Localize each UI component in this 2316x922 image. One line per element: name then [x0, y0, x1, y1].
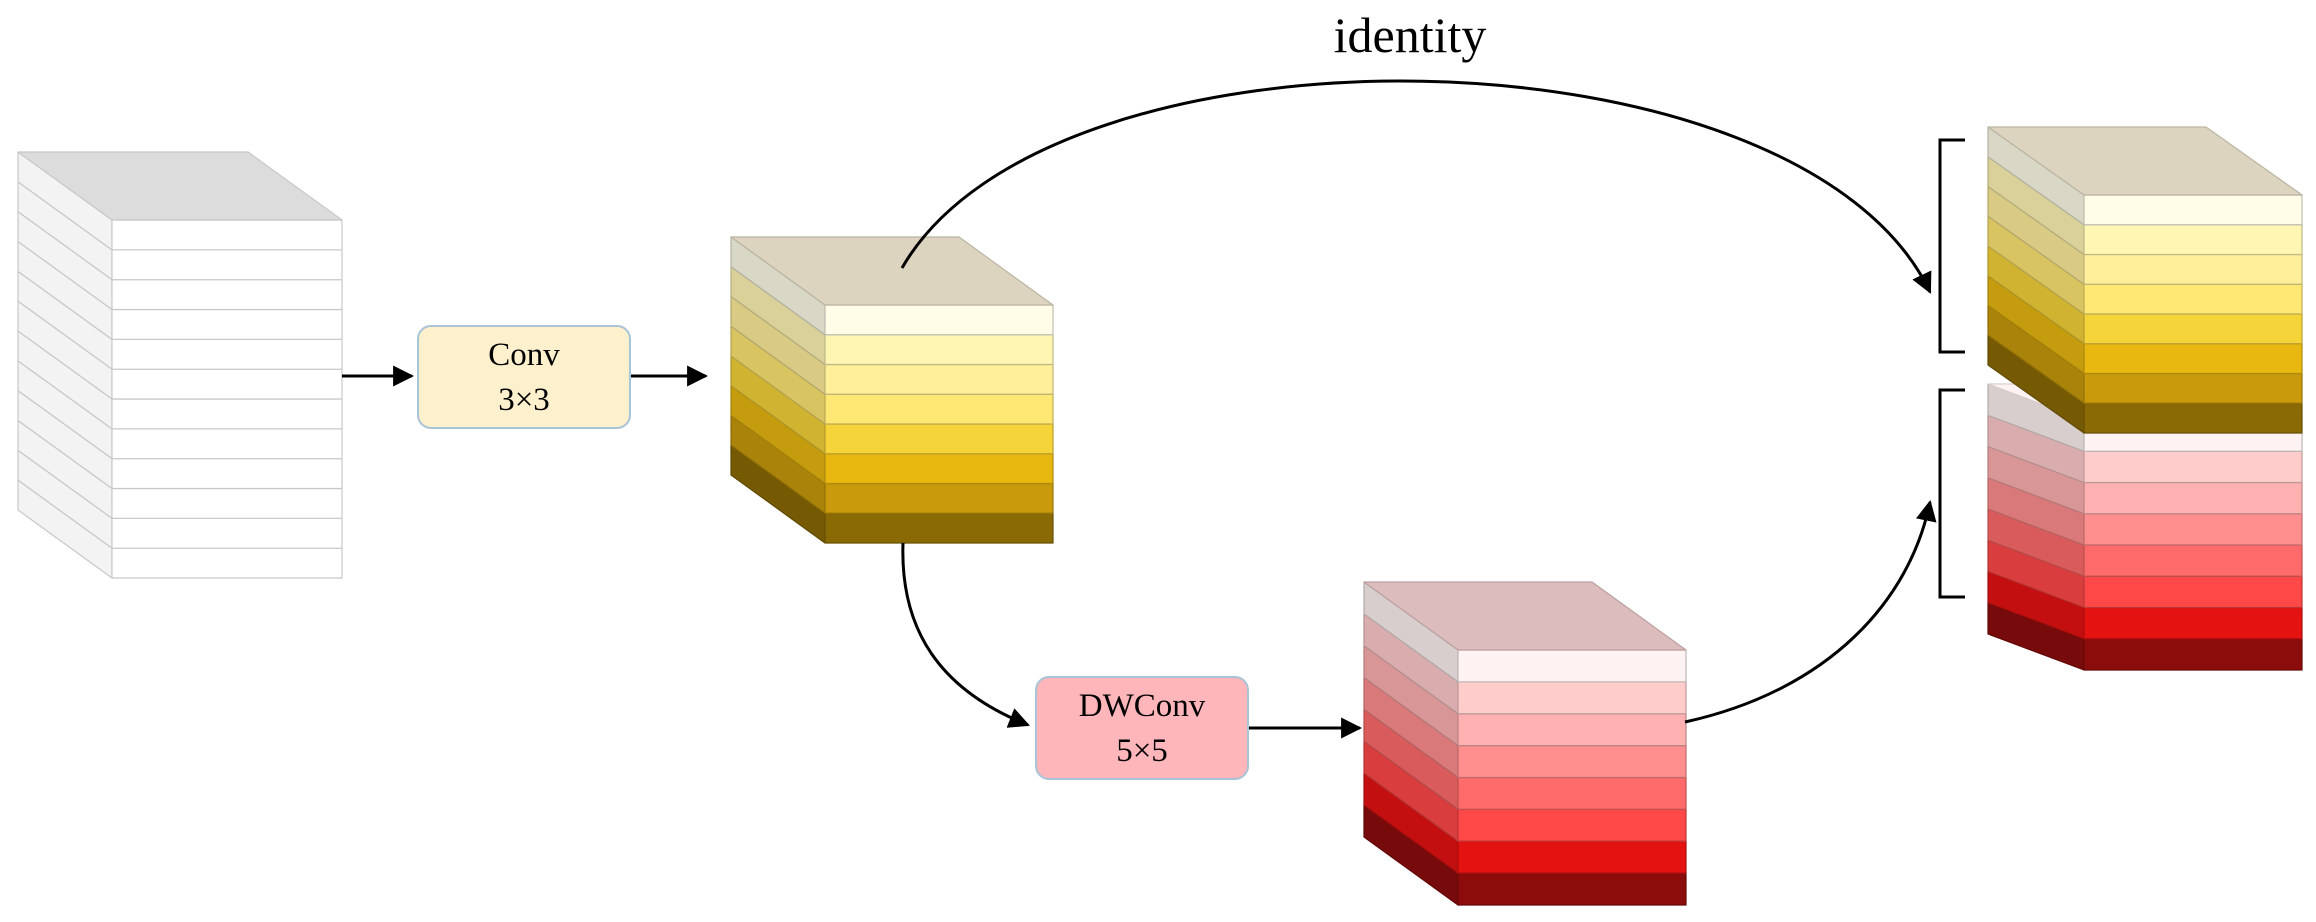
stack-layer-front — [1457, 872, 1687, 906]
input-feature-stack — [17, 151, 343, 579]
stack-layer-front — [111, 338, 343, 370]
dwconv-output-stack — [1363, 581, 1687, 906]
stack-layer-front — [2083, 253, 2303, 285]
dwconv-label: DWConv — [1079, 688, 1206, 724]
stack-layer — [730, 414, 1054, 514]
stack-layer — [730, 236, 1054, 336]
stack-layer-front — [2083, 313, 2303, 345]
stack-layer-front — [2083, 194, 2303, 226]
stack-layer — [17, 479, 343, 579]
identity-label: identity — [1334, 7, 1487, 63]
stack-layer-front — [1457, 649, 1687, 683]
stack-top-face — [17, 151, 343, 221]
conv-box — [417, 325, 631, 429]
conv-kernel-label: 3×3 — [498, 382, 550, 418]
stack-layer-front — [2083, 513, 2303, 546]
stack-layer-front — [2083, 638, 2303, 671]
stack-layer — [1987, 215, 2303, 315]
stack-layer-front — [824, 423, 1054, 455]
stack-layer-front — [2083, 481, 2303, 515]
stack-layer-front — [2083, 544, 2303, 577]
stack-layer — [730, 385, 1054, 485]
bracket-icon — [1938, 138, 1965, 354]
stack-layer-front — [111, 219, 343, 251]
stack-layer — [730, 325, 1054, 425]
stack-layer — [1987, 245, 2303, 345]
stack-layer-front — [824, 453, 1054, 485]
stack-top-face — [730, 236, 1054, 306]
stack-layer-front — [2083, 343, 2303, 375]
conv-block: Conv 3×3 — [417, 325, 631, 429]
stack-layer — [1363, 677, 1687, 779]
stack-layer-front — [1457, 681, 1687, 715]
connectors — [342, 79, 1965, 739]
stack-layer-front — [2083, 224, 2303, 256]
stack-layer-front — [2083, 402, 2303, 434]
stack-layer-front — [1457, 840, 1687, 874]
stack-layer-front — [2083, 372, 2303, 404]
conv-label: Conv — [488, 337, 560, 373]
stack-layer — [1987, 539, 2303, 609]
stack-layer — [17, 419, 343, 519]
stack-layer-front — [824, 393, 1054, 425]
stack-layer — [1987, 477, 2303, 546]
stack-layer-front — [111, 547, 343, 579]
stack-layer-front — [1457, 808, 1687, 842]
stack-layer-front — [111, 458, 343, 490]
stack-layer — [17, 390, 343, 490]
stack-layer — [1987, 156, 2303, 256]
stack-layer-front — [824, 482, 1054, 514]
stack-layer-front — [111, 368, 343, 400]
stack-layer — [1987, 126, 2303, 226]
stack-layer — [17, 151, 343, 251]
stack-layer — [1363, 708, 1687, 810]
stack-layer — [1987, 334, 2303, 434]
stack-layer — [730, 355, 1054, 455]
stack-layer-front — [111, 279, 343, 311]
arrow-stack-to-dwconv — [901, 542, 1030, 728]
stack-layer-front — [1457, 745, 1687, 779]
stack-layer-front — [111, 398, 343, 430]
stack-layer — [1987, 414, 2303, 484]
stack-top-face — [1987, 126, 2303, 196]
stack-layer-front — [824, 363, 1054, 395]
stack-layer-front — [1457, 776, 1687, 810]
stack-layer-front — [2083, 283, 2303, 315]
stack-layer — [1987, 275, 2303, 375]
stack-layer — [17, 240, 343, 340]
stack-layer — [17, 300, 343, 400]
stack-layer — [17, 360, 343, 460]
conv-output-stack — [730, 236, 1054, 544]
stack-layer-front — [824, 304, 1054, 336]
stack-layer — [730, 295, 1054, 395]
stack-layer-front — [824, 334, 1054, 366]
stack-layer-front — [111, 487, 343, 519]
stack-layer-front — [111, 428, 343, 460]
stack-layer-front — [111, 249, 343, 281]
stack-layer-front — [2083, 450, 2303, 484]
stack-layer-front — [111, 517, 343, 549]
dwconv-box — [1035, 676, 1249, 780]
dwconv-kernel-label: 5×5 — [1116, 733, 1168, 769]
identity-arrow — [900, 79, 1932, 294]
arrow-red-to-output — [1684, 499, 1937, 724]
concat-output-yellow-stack — [1987, 126, 2303, 434]
dwconv-block: DWConv 5×5 — [1035, 676, 1249, 780]
stack-layer — [1363, 613, 1687, 715]
stack-layer-front — [2083, 606, 2303, 640]
stack-top-face — [1363, 581, 1687, 651]
stack-layer — [1363, 804, 1687, 906]
stack-layer — [1987, 304, 2303, 404]
stack-layer-front — [1457, 713, 1687, 747]
stack-layer-front — [2083, 575, 2303, 609]
stack-layer — [730, 444, 1054, 544]
stack-layer-front — [824, 512, 1054, 544]
bracket-icon — [1938, 388, 1965, 599]
stack-layer-front — [111, 308, 343, 340]
